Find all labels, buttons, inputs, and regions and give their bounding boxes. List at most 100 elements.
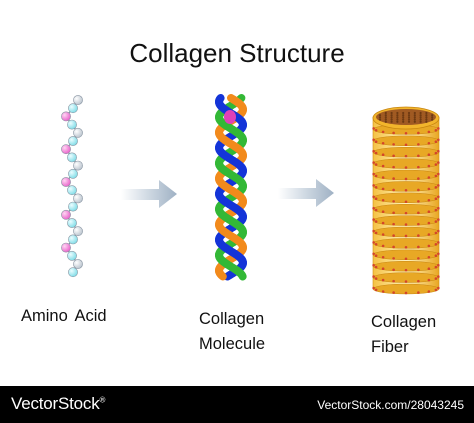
fiber-dot: [434, 254, 438, 257]
fiber-cap-fibril: [407, 120, 411, 123]
fiber-dot: [392, 188, 395, 192]
fiber-dot: [381, 256, 385, 259]
collagen-fiber-stack: [372, 106, 440, 295]
fiber-dot: [381, 164, 385, 168]
registered-mark: ®: [99, 395, 106, 405]
fiber-dot: [437, 218, 440, 221]
fiber-dot: [417, 222, 420, 226]
fiber-dot: [374, 288, 378, 292]
arrow-right-icon: [121, 180, 177, 208]
fiber-dot: [437, 138, 440, 142]
fiber-dot: [417, 200, 420, 203]
fiber-dot: [372, 161, 375, 164]
fiber-dot: [374, 163, 378, 166]
fiber-cap-fibril: [384, 118, 387, 121]
fiber-dot: [437, 252, 440, 256]
fiber-dot: [372, 263, 375, 267]
fiber-cap-fibril: [390, 116, 393, 119]
collagen-triple-helix: [215, 94, 247, 281]
fiber-dot: [434, 163, 438, 166]
fiber-dot: [372, 286, 375, 290]
fiber-dot: [434, 231, 438, 235]
footer-url[interactable]: VectorStock.com/28043245: [317, 398, 464, 412]
footer-brand[interactable]: VectorStock®: [11, 394, 105, 414]
fiber-dot: [434, 242, 438, 246]
fiber-dot: [404, 154, 408, 158]
fiber-dot: [437, 286, 440, 290]
amino-acid-bead: [68, 267, 78, 278]
fiber-dot: [392, 143, 395, 146]
fiber-cap-fibril: [396, 116, 399, 119]
fiber-cap-fibril: [413, 114, 416, 117]
fiber-dot: [404, 280, 408, 283]
fiber-cap-fibril: [378, 114, 382, 117]
fiber-dot: [437, 161, 440, 164]
collagen-fiber-label-line2: Fiber: [371, 338, 409, 356]
collagen-fiber-label: Collagen Fiber: [371, 312, 436, 358]
fiber-dot: [417, 165, 420, 169]
amino-acid-bead: [73, 127, 83, 138]
fiber-dot: [404, 177, 408, 181]
fiber-dot: [374, 220, 378, 223]
fiber-dot: [381, 130, 385, 134]
fiber-dot: [404, 143, 408, 147]
fiber-dot: [417, 291, 420, 294]
fiber-cap-fibril: [390, 111, 393, 115]
fiber-dot: [437, 241, 440, 244]
fiber-dot: [427, 278, 431, 282]
helix-strand-segment: [228, 202, 239, 212]
fiber-cap-fibril: [431, 114, 434, 117]
fiber-dot: [374, 128, 378, 132]
fiber-dot: [404, 132, 408, 135]
fiber-dot: [374, 254, 378, 257]
fiber-dot: [427, 187, 431, 191]
fiber-dot: [372, 229, 375, 233]
amino-acid-label: Amino Acid: [21, 307, 107, 325]
fiber-cap-fibril: [431, 118, 434, 121]
fiber-cap-fibril: [396, 120, 399, 123]
fiber-dot: [372, 127, 375, 130]
fiber-dot: [372, 149, 375, 153]
fiber-dot: [374, 140, 378, 143]
diagram-title: Collagen Structure: [129, 38, 345, 68]
fiber-cap-fibril: [402, 116, 405, 119]
fiber-dot: [417, 234, 420, 237]
fiber-cap-fibril: [419, 111, 422, 115]
amino-acid-bead: [67, 218, 77, 228]
fiber-dot: [427, 199, 431, 202]
fiber-dot: [437, 149, 440, 153]
fiber-dot: [374, 277, 378, 280]
fiber-dot: [392, 200, 395, 203]
fiber-dot: [392, 268, 395, 272]
fiber-dot: [417, 211, 420, 215]
fiber-dot: [372, 275, 375, 278]
fiber-dot: [392, 291, 395, 294]
amino-acid-bead: [61, 111, 71, 122]
amino-acid-bead: [67, 152, 77, 163]
fiber-dot: [404, 211, 408, 215]
fiber-dot: [374, 151, 378, 155]
collagen-molecule-label-line1: Collagen: [199, 310, 265, 328]
fiber-dot: [427, 130, 431, 134]
amino-acid-chain: [61, 95, 83, 278]
fiber-cap-fibril: [425, 114, 428, 117]
amino-acid-bead: [73, 193, 83, 204]
fiber-dot: [372, 195, 375, 199]
fiber-dot: [437, 263, 440, 267]
fiber-dot: [427, 233, 431, 236]
fiber-dot: [372, 172, 375, 176]
fiber-dot: [404, 268, 408, 272]
collagen-molecule-label-line2: Molecule: [199, 335, 266, 353]
fiber-cap-fibril: [419, 116, 422, 119]
fiber-dot: [417, 279, 420, 283]
fiber-dot: [392, 154, 395, 158]
fiber-cap-fibril: [425, 116, 428, 119]
amino-acid-bead: [67, 250, 77, 261]
fiber-cap-fibril: [407, 114, 411, 117]
fiber-cap-fibril: [407, 111, 411, 115]
fiber-cap-fibril: [413, 118, 416, 121]
fiber-dot: [437, 206, 440, 210]
fiber-dot: [417, 257, 420, 260]
